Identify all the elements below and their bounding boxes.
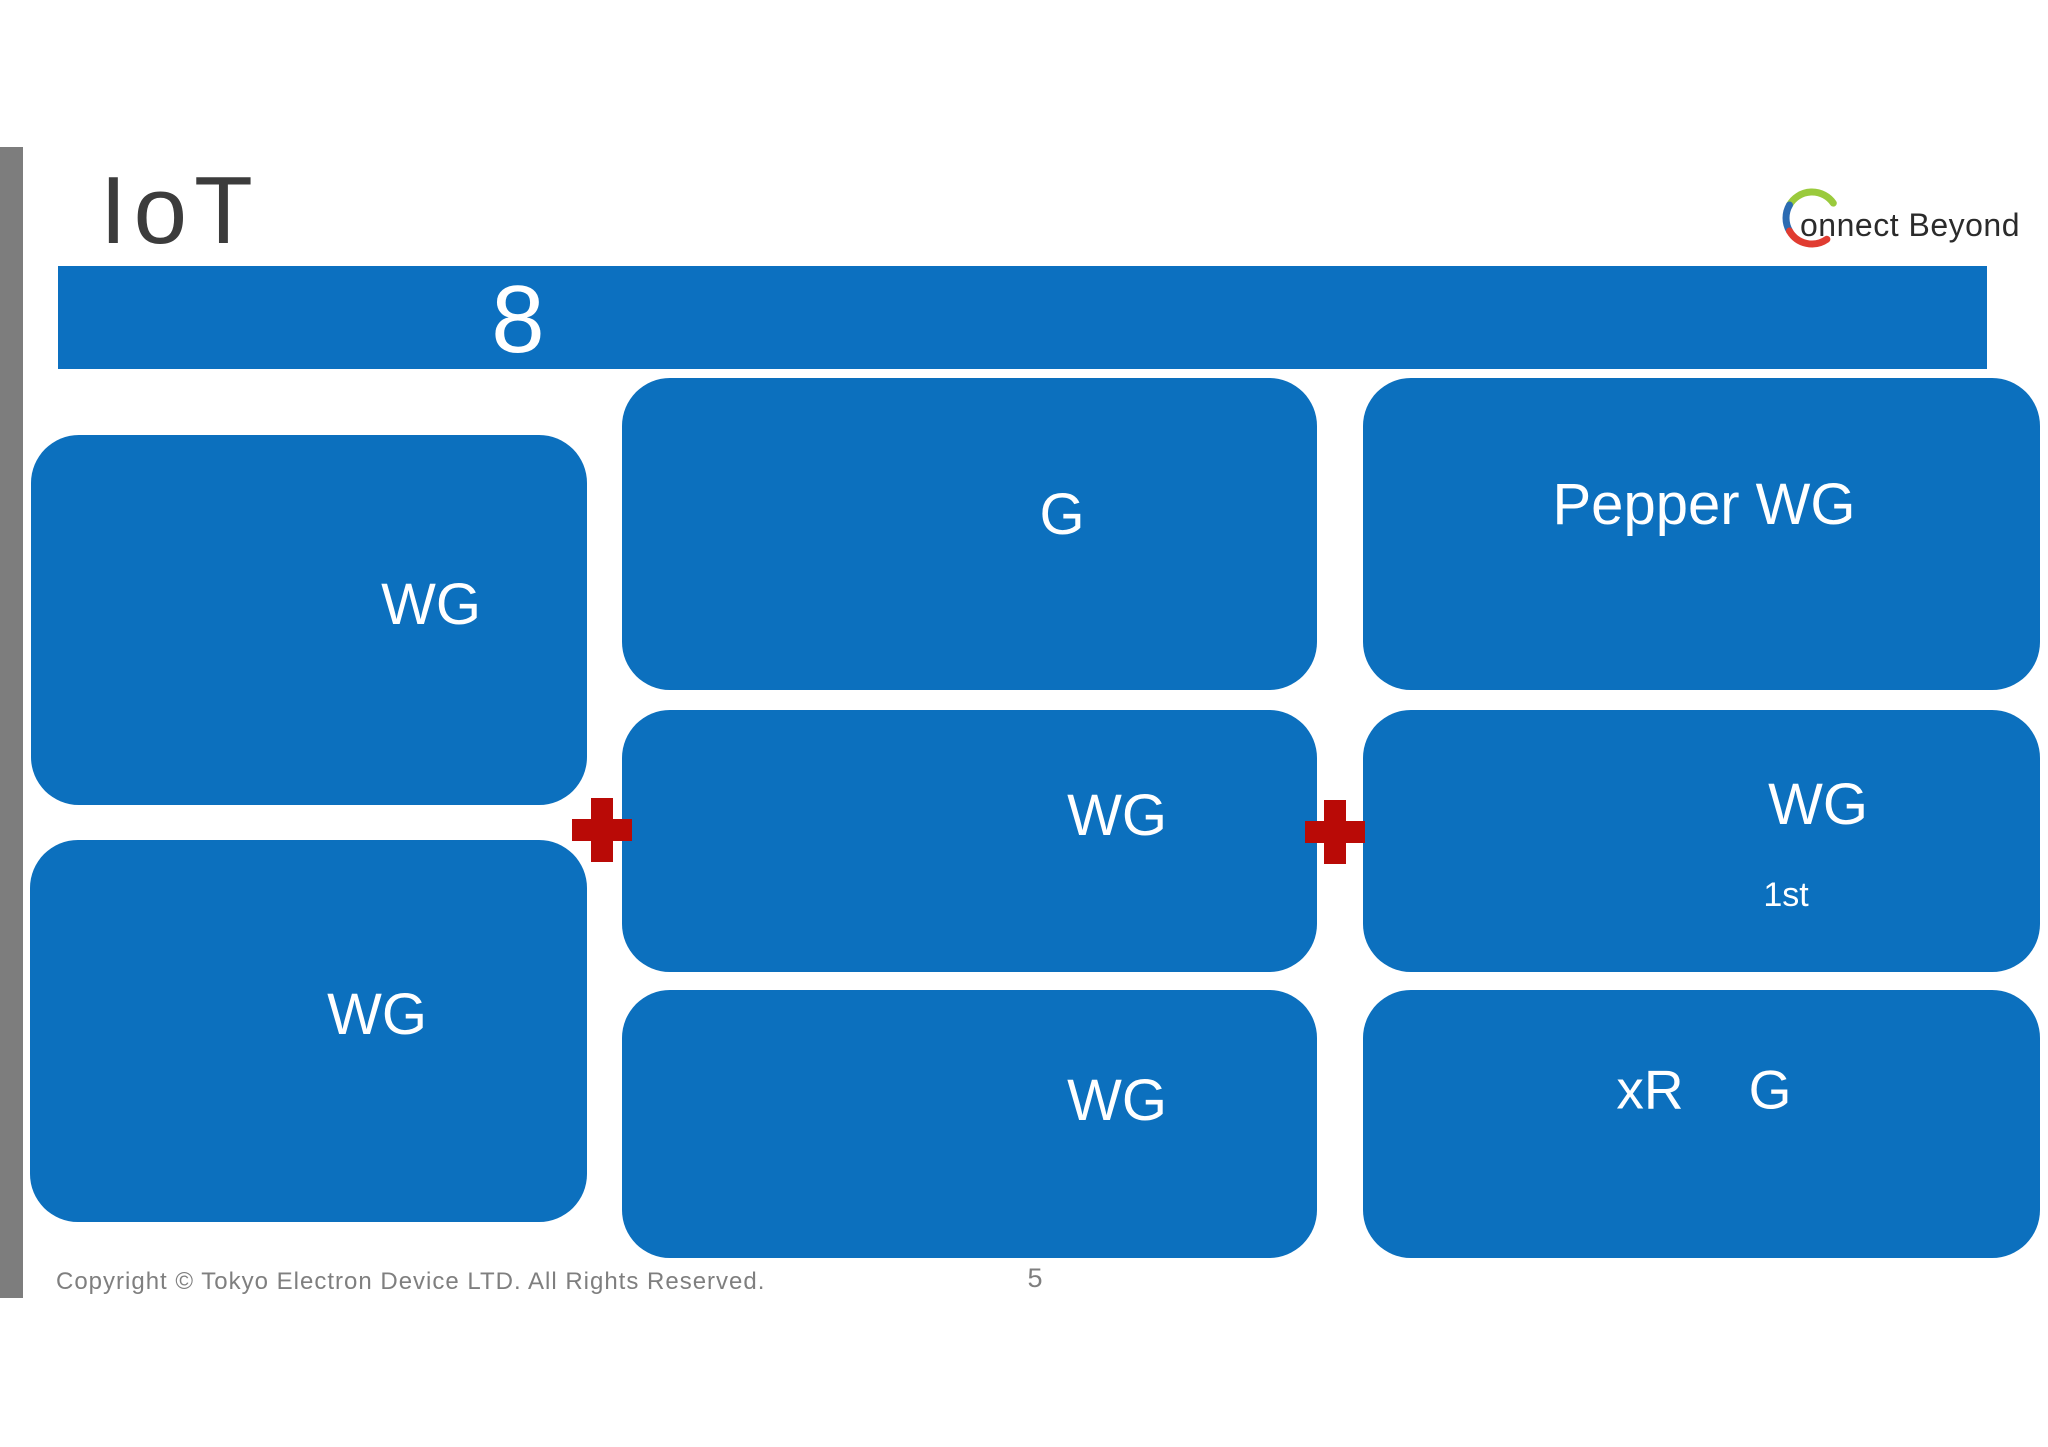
plus-icon bbox=[572, 798, 632, 862]
connect-beyond-logo: onnect Beyond bbox=[1782, 188, 2020, 248]
box-right-bottom: xR G bbox=[1363, 990, 2040, 1258]
box-mid-middle: WG bbox=[622, 710, 1317, 972]
box-mid-top: G bbox=[622, 378, 1317, 690]
box-mid-bottom: WG bbox=[622, 990, 1317, 1258]
box-right-bottom-label-right: G bbox=[1748, 1058, 1792, 1121]
banner-number: 8 bbox=[491, 265, 545, 373]
slide-title: IoT bbox=[100, 157, 260, 264]
box-left-bottom: WG bbox=[30, 840, 587, 1222]
box-left-top-label: WG bbox=[381, 572, 481, 637]
logo-arc-red bbox=[1786, 227, 1831, 248]
box-right-bottom-label-left: xR bbox=[1616, 1058, 1684, 1121]
box-right-top: Pepper WG bbox=[1363, 378, 2040, 690]
logo-c-ring-icon bbox=[1782, 188, 1837, 248]
logo-text: onnect Beyond bbox=[1800, 207, 2020, 243]
box-left-top: WG bbox=[31, 435, 587, 805]
box-mid-bottom-label: WG bbox=[1067, 1068, 1167, 1133]
box-right-middle-sublabel: 1st bbox=[1763, 876, 1809, 914]
section-banner: 8 bbox=[58, 266, 1987, 369]
copyright-text: Copyright © Tokyo Electron Device LTD. A… bbox=[56, 1268, 766, 1295]
box-mid-middle-label: WG bbox=[1067, 783, 1167, 848]
logo-arc-green bbox=[1786, 188, 1837, 209]
box-right-top-label: Pepper WG bbox=[1552, 472, 1856, 537]
box-right-middle: WG 1st bbox=[1363, 710, 2040, 972]
plus-icon bbox=[1305, 800, 1365, 864]
box-right-middle-label: WG bbox=[1768, 772, 1868, 837]
page-number: 5 bbox=[1027, 1263, 1043, 1293]
logo-arc-blue bbox=[1782, 201, 1793, 235]
left-accent-bar bbox=[0, 147, 23, 1298]
box-mid-top-label: G bbox=[1039, 482, 1085, 547]
plus-horizontal-bar bbox=[572, 819, 632, 841]
box-left-bottom-label: WG bbox=[327, 982, 427, 1047]
plus-horizontal-bar bbox=[1305, 821, 1365, 843]
